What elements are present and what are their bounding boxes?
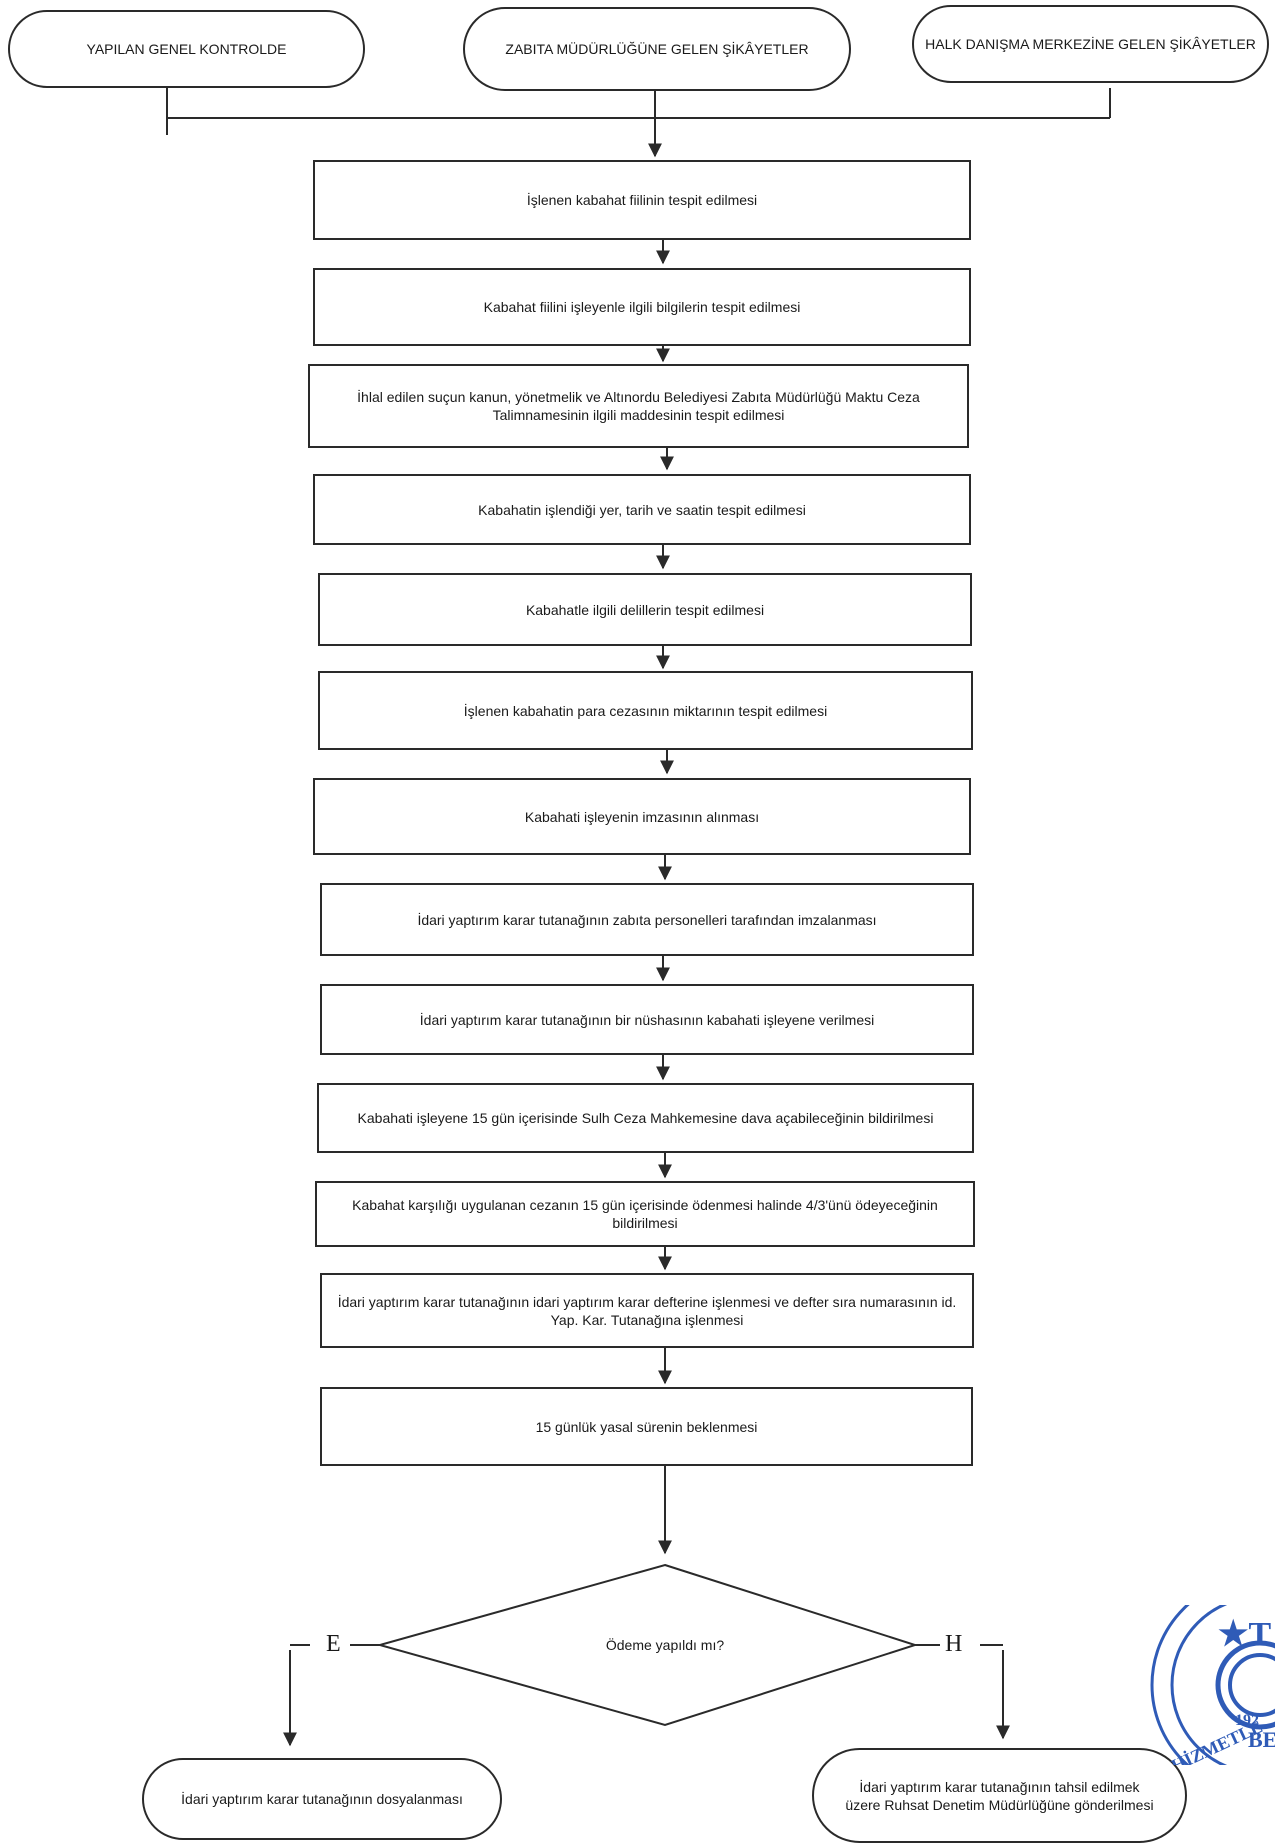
- svg-text:192: 192: [1235, 1712, 1259, 1729]
- source-public-desk-complaints: HALK DANIŞMA MERKEZİNE GELEN ŞİKÂYETLER: [912, 5, 1269, 83]
- step-12: İdari yaptırım karar tutanağının idari y…: [320, 1273, 974, 1348]
- step-4: Kabahatin işlendiği yer, tarih ve saatin…: [313, 474, 971, 545]
- svg-text:HİZMETLE: HİZMETLE: [1168, 1716, 1265, 1765]
- step-13: 15 günlük yasal sürenin beklenmesi: [320, 1387, 973, 1466]
- no-branch-label: H: [945, 1631, 963, 1657]
- step-6: İşlenen kabahatin para cezasının miktarı…: [318, 671, 973, 750]
- source-police-complaints: ZABITA MÜDÜRLÜĞÜNE GELEN ŞİKÂYETLER: [463, 7, 851, 91]
- outcome-filed: İdari yaptırım karar tutanağının dosyala…: [142, 1758, 502, 1840]
- step-10: Kabahati işleyene 15 gün içerisinde Sulh…: [317, 1083, 974, 1153]
- yes-branch-label: E: [326, 1631, 341, 1657]
- step-1: İşlenen kabahat fiilinin tespit edilmesi: [313, 160, 971, 240]
- step-11: Kabahat karşılığı uygulanan cezanın 15 g…: [315, 1181, 975, 1247]
- step-9: İdari yaptırım karar tutanağının bir nüs…: [320, 984, 974, 1055]
- svg-text:BE: BE: [1248, 1727, 1275, 1752]
- step-5: Kabahatle ilgili delillerin tespit edilm…: [318, 573, 972, 646]
- decision-question: Ödeme yapıldı mı?: [605, 1637, 725, 1653]
- step-7: Kabahati işleyenin imzasının alınması: [313, 778, 971, 855]
- step-2: Kabahat fiilini işleyenle ilgili bilgile…: [313, 268, 971, 346]
- official-seal: ★T 192 BE HİZMETLE: [1150, 1605, 1275, 1765]
- outcome-sent-to-license-dept: İdari yaptırım karar tutanağının tahsil …: [812, 1748, 1187, 1843]
- svg-text:★T: ★T: [1218, 1616, 1271, 1653]
- step-8: İdari yaptırım karar tutanağının zabıta …: [320, 883, 974, 956]
- source-general-inspection: YAPILAN GENEL KONTROLDE: [8, 10, 365, 88]
- step-3: İhlal edilen suçun kanun, yönetmelik ve …: [308, 364, 969, 448]
- decision-diamond: [376, 1563, 919, 1727]
